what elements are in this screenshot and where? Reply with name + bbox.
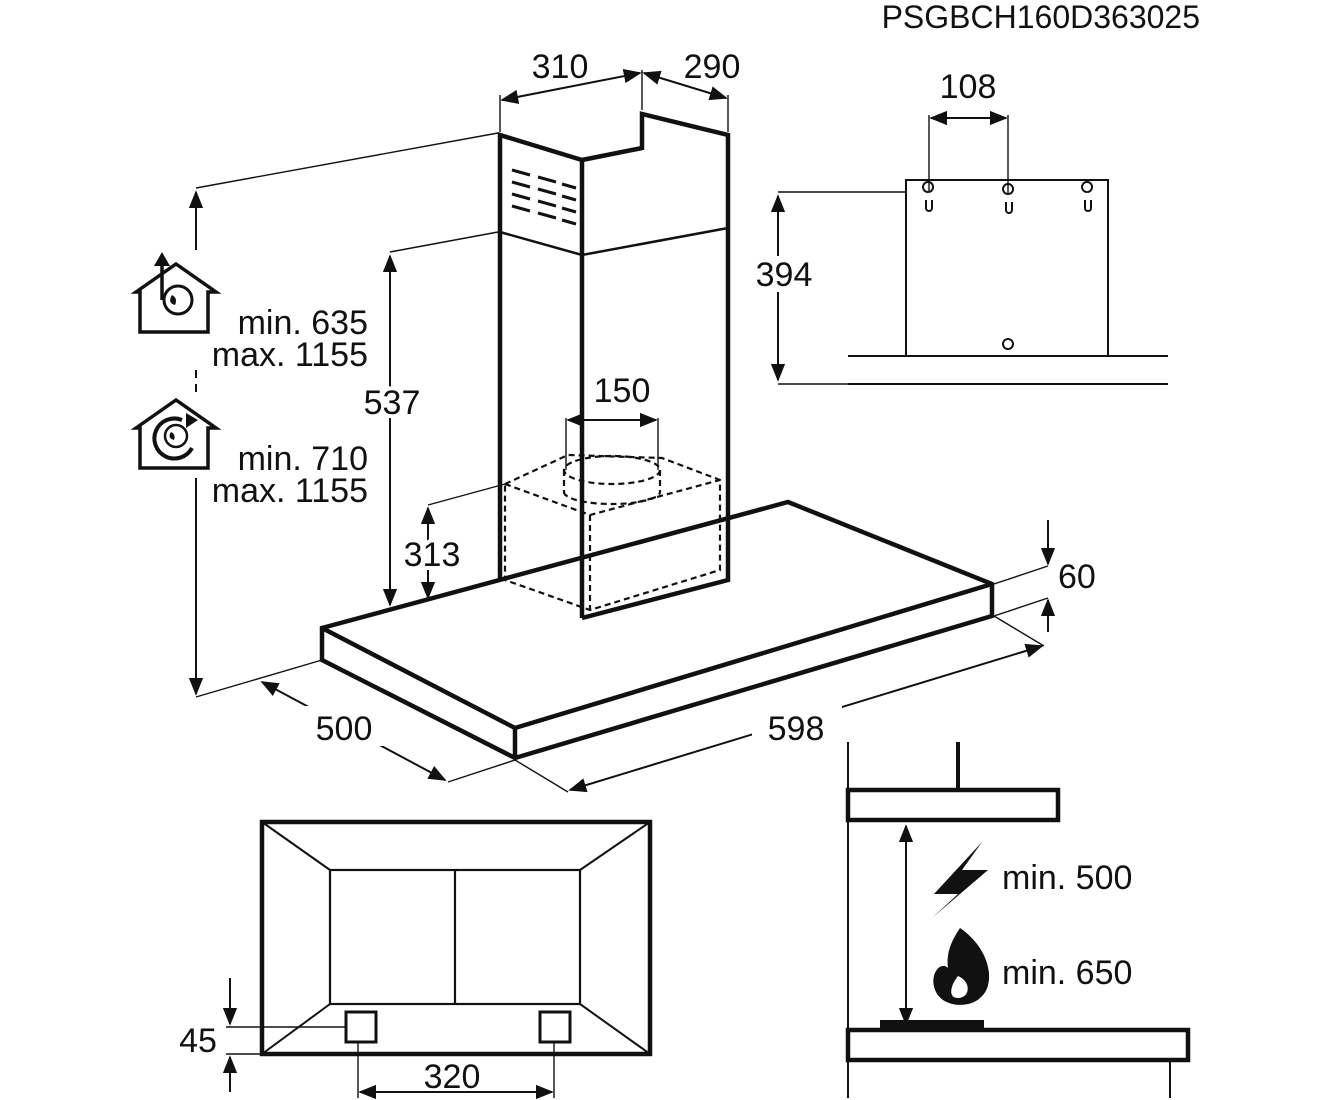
- dim-outlet: 150: [565, 372, 659, 470]
- dim-320-label: 320: [424, 1058, 481, 1096]
- house-recirculation-icon: [130, 397, 222, 470]
- extraction-max-label: max. 1155: [212, 336, 368, 374]
- clearance-view: min. 500 min. 650: [845, 742, 1191, 1098]
- dim-394-label: 394: [756, 256, 813, 294]
- model-code: PSGBCH160D363025: [882, 0, 1200, 35]
- dim-310-label: 310: [532, 48, 589, 86]
- keyhole-slots: [922, 181, 1094, 214]
- flame-icon: [933, 928, 990, 1005]
- dim-canopy-thickness: 60: [993, 520, 1096, 632]
- light-left: [344, 1010, 378, 1044]
- motor-box-hidden: [503, 453, 722, 612]
- dim-537-label: 537: [364, 384, 421, 422]
- dim-canopy-depth: 500: [260, 681, 516, 783]
- electric-clearance-label: min. 500: [1002, 859, 1132, 897]
- gas-clearance-label: min. 650: [1002, 954, 1132, 992]
- dim-45-label: 45: [179, 1022, 217, 1060]
- dim-150-label: 150: [594, 372, 651, 410]
- recirculation-min-label: min. 710: [238, 440, 368, 478]
- mounting-bracket-view: 108 394: [752, 68, 1168, 385]
- dim-chimney-top: 310 290: [499, 48, 741, 132]
- house-extraction-icon: [130, 252, 222, 334]
- bottom-view: 45 320: [179, 819, 653, 1100]
- dim-313-label: 313: [404, 536, 461, 574]
- light-right: [538, 1010, 572, 1044]
- dim-598-label: 598: [768, 710, 825, 748]
- dim-290-label: 290: [684, 48, 741, 86]
- lightning-icon: [932, 842, 988, 918]
- chimney: [497, 111, 731, 621]
- dim-motor-box: 313: [400, 483, 506, 600]
- hood-main-view: 310 290 min. 635 max. 1155: [130, 48, 1096, 793]
- recirculation-max-label: max. 1155: [212, 472, 368, 510]
- dim-total-height: [188, 132, 499, 698]
- dim-108-label: 108: [940, 68, 997, 106]
- dim-upper-chimney: 537: [360, 231, 499, 607]
- dim-500-label: 500: [316, 710, 373, 748]
- dim-canopy-width: 598: [514, 615, 1045, 793]
- vent-slots: [511, 168, 577, 226]
- extraction-min-label: min. 635: [238, 304, 368, 342]
- dim-60-label: 60: [1058, 558, 1096, 596]
